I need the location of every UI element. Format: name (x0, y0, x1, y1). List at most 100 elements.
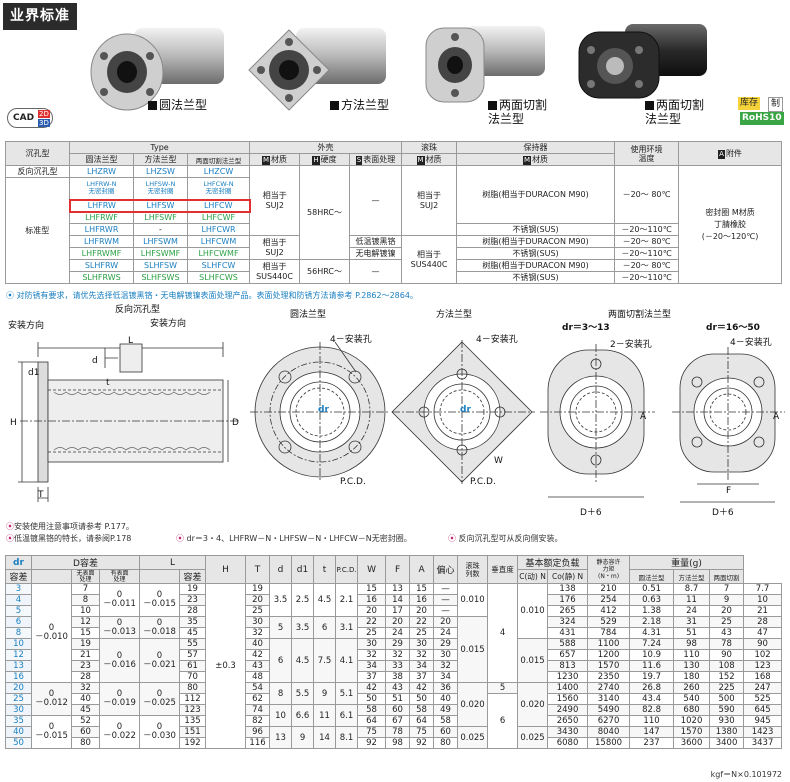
type-cell[interactable]: LHFSW (133, 198, 188, 213)
col-balls: 滚珠 列数 (457, 555, 489, 584)
dr-cell[interactable]: 40 (5, 726, 32, 738)
type-cell[interactable]: LHFRWF (69, 211, 134, 224)
dr-cell[interactable]: 16 (5, 671, 32, 683)
dr-cell[interactable]: 8 (5, 627, 32, 639)
type-cell[interactable]: SLHFCWS (186, 271, 251, 284)
F-cell: 37 (409, 671, 435, 683)
drawing-dr-square: dr (460, 405, 471, 415)
type-cell[interactable]: LHFCWR (186, 223, 251, 236)
type-cell[interactable]: LHFRWR (69, 223, 134, 236)
row-label-reverse: 反向沉孔型 (5, 165, 70, 178)
outer-material: 相当于 SUJ2 (249, 235, 301, 260)
F-cell: 92 (409, 737, 435, 749)
weight-square: 590 (709, 704, 745, 716)
dr-cell[interactable]: 50 (5, 737, 32, 749)
dr-cell[interactable]: 5 (5, 605, 32, 617)
Co-cell: 1100 (587, 638, 631, 650)
weight-square: 78 (709, 638, 745, 650)
type-cell[interactable]: SLHFSW (133, 259, 188, 272)
type-cell[interactable]: LHZRW (69, 165, 134, 178)
F-cell: 16 (409, 594, 435, 606)
L-cell: 19 (179, 583, 207, 595)
weight-cut: 525 (743, 693, 783, 705)
type-cell[interactable]: LHZSW (133, 165, 188, 178)
dr-cell[interactable]: 30 (5, 704, 32, 716)
pcd-cell: 34 (357, 660, 387, 672)
moment-cell: 0.51 (629, 583, 675, 595)
L-cell: 123 (179, 704, 207, 716)
type-cell[interactable]: LHFRWMF (69, 247, 134, 260)
type-cell[interactable]: LHFSWF (133, 211, 188, 224)
C-cell: 588 (547, 638, 589, 650)
type-cell[interactable]: LHFCWM (186, 235, 251, 248)
dr-cell[interactable]: 35 (5, 715, 32, 727)
dr-cell[interactable]: 3 (5, 583, 32, 595)
type-cell[interactable]: LHFRW (68, 198, 134, 213)
weight-cut: 247 (743, 682, 783, 694)
weight-round: 11 (673, 594, 711, 606)
type-cell[interactable]: LHFCW-N 无密封圈 (186, 177, 251, 200)
retainer-material: 不锈钢(SUS) (456, 247, 616, 260)
dr-cell[interactable]: 12 (5, 649, 32, 661)
dr-cell[interactable]: 6 (5, 616, 32, 628)
D-tol-with: 0 －0.018 (139, 616, 181, 639)
weight-cut: 945 (743, 715, 783, 727)
type-cell[interactable]: LHFCWMF (186, 247, 251, 260)
col-A: A (409, 555, 435, 584)
dr-tol-cell: 0 －0.015 (31, 715, 72, 749)
t-cell: 3.1 (335, 616, 359, 639)
H-cell: 116 (245, 737, 271, 749)
Co-cell: 1200 (587, 649, 631, 661)
weight-round: 3600 (673, 737, 711, 749)
type-cell[interactable]: LHFSWM (133, 235, 188, 248)
D-tol-with: 0 －0.015 (139, 583, 181, 617)
type-cell[interactable]: LHFCWF (186, 211, 251, 224)
cad-badge[interactable]: CAD 2D 3D (7, 108, 53, 128)
type-cell[interactable]: SLHFCW (186, 259, 251, 272)
temp-range: －20～110℃ (614, 247, 680, 260)
info-icon: ⦿ (6, 522, 14, 531)
col-L-tol: 容差 (179, 569, 207, 584)
dr-cell[interactable]: 20 (5, 682, 32, 694)
d1-cell: 11 (313, 704, 337, 727)
Co-cell: 784 (587, 627, 631, 639)
col-w-square: 方法兰型 (673, 569, 711, 584)
drawing-round-label: 圆法兰型 (290, 310, 327, 320)
type-cell[interactable]: LHFCW (186, 198, 251, 213)
type-cell[interactable]: LHFRWM (69, 235, 134, 248)
drawing-pcd-square: P.C.D. (470, 477, 496, 487)
col-F: F (385, 555, 411, 584)
note-4: ⦿ 反向沉孔型可从反向侧安装。 (448, 534, 563, 543)
type-cell[interactable]: SLHFSWS (133, 271, 188, 284)
H-cell: 62 (245, 693, 271, 705)
t-cell: 4.1 (335, 638, 359, 683)
drawing-T: T (38, 490, 44, 500)
type-cell[interactable]: LHFSW-N 无密封圈 (133, 177, 188, 200)
type-cell[interactable]: LHZCW (186, 165, 251, 178)
type-cell[interactable]: LHFRW-N 无密封圈 (69, 177, 134, 200)
H-cell: 48 (245, 671, 271, 683)
d1-cell: 7.5 (313, 638, 337, 683)
dr-cell[interactable]: 4 (5, 594, 32, 606)
ecc-cell: 0.010 (457, 583, 489, 617)
dr-tol-cell: 0 －0.010 (31, 583, 72, 683)
pcd-cell: 20 (357, 605, 387, 617)
dr-cell[interactable]: 25 (5, 693, 32, 705)
dr-cell[interactable]: 13 (5, 660, 32, 672)
type-cell[interactable]: SLHFRWS (69, 271, 134, 284)
col-W: W (357, 555, 387, 584)
pcd-cell: 75 (357, 726, 387, 738)
col-D-none: 无表面 处理 (71, 569, 100, 584)
cad-2d: 2D (38, 110, 50, 118)
type-cell[interactable]: LHFSWMF (133, 247, 188, 260)
dr-cell[interactable]: 10 (5, 638, 32, 650)
weight-round: 51 (673, 627, 711, 639)
header-type: Type (68, 141, 251, 154)
pcd-cell: 42 (357, 682, 387, 694)
d-cell: 5.5 (291, 682, 315, 705)
type-cell[interactable]: SLHFRW (69, 259, 134, 272)
